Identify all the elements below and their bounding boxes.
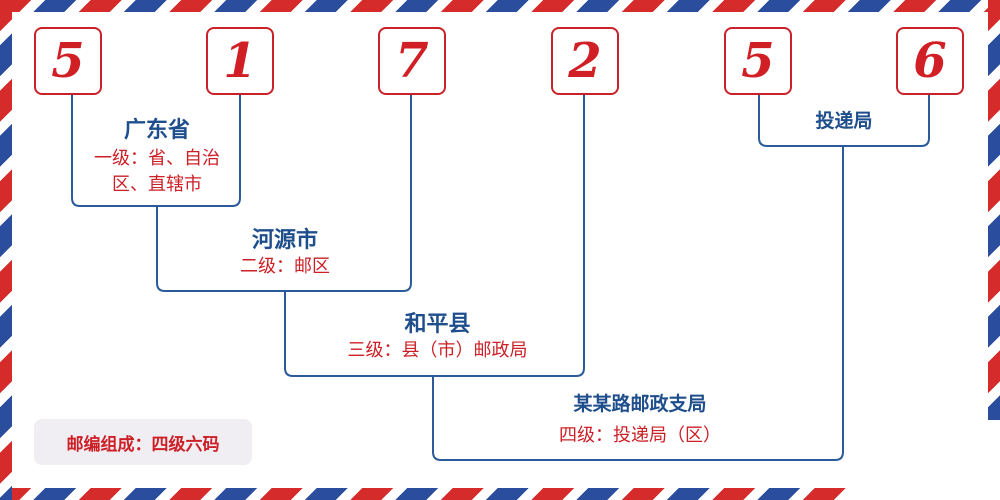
level-city: 河源市 二级：邮区 bbox=[165, 226, 405, 280]
county-level: 三级：县（市）邮政局 bbox=[347, 340, 528, 361]
postcode-digit-1: 5 bbox=[34, 27, 102, 95]
level-county: 和平县 三级：县（市）邮政局 bbox=[295, 310, 580, 364]
bracket-branch bbox=[432, 146, 844, 461]
postcode-digit-4: 2 bbox=[551, 27, 619, 95]
delivery-office-name: 投递局 bbox=[815, 110, 873, 132]
city-name: 河源市 bbox=[251, 227, 318, 253]
digit-text: 6 bbox=[913, 33, 947, 89]
level-province: 广东省 一级：省、自治区、直辖市 bbox=[78, 116, 236, 198]
bracket-county bbox=[284, 95, 585, 377]
airmail-stripe-right bbox=[988, 0, 1000, 500]
airmail-stripe-bottom bbox=[0, 488, 1000, 500]
province-level: 一级：省、自治区、直辖市 bbox=[94, 148, 220, 195]
postcode-digit-6: 6 bbox=[896, 27, 964, 95]
digit-text: 7 bbox=[395, 33, 429, 89]
level-branch: 某某路邮政支局 四级：投递局（区） bbox=[440, 391, 840, 449]
province-name: 广东省 bbox=[123, 117, 190, 143]
airmail-stripe-top bbox=[0, 0, 1000, 12]
county-name: 和平县 bbox=[404, 311, 471, 337]
branch-level: 四级：投递局（区） bbox=[559, 425, 721, 446]
city-level: 二级：邮区 bbox=[240, 256, 330, 277]
digit-text: 5 bbox=[51, 33, 85, 89]
postcode-structure-badge: 邮编组成：四级六码 bbox=[34, 419, 252, 465]
corner-blank-area bbox=[848, 420, 1000, 500]
postcode-digit-5: 5 bbox=[724, 27, 792, 95]
postcode-digit-3: 7 bbox=[378, 27, 446, 95]
digit-text: 2 bbox=[568, 33, 602, 89]
postcode-digit-2: 1 bbox=[206, 27, 274, 95]
digit-text: 1 bbox=[223, 33, 257, 89]
airmail-stripe-left bbox=[0, 0, 12, 500]
delivery-office: 投递局 bbox=[762, 108, 926, 134]
digit-text: 5 bbox=[741, 33, 775, 89]
postcode-structure-text: 邮编组成：四级六码 bbox=[66, 434, 220, 455]
branch-name: 某某路邮政支局 bbox=[573, 393, 707, 415]
